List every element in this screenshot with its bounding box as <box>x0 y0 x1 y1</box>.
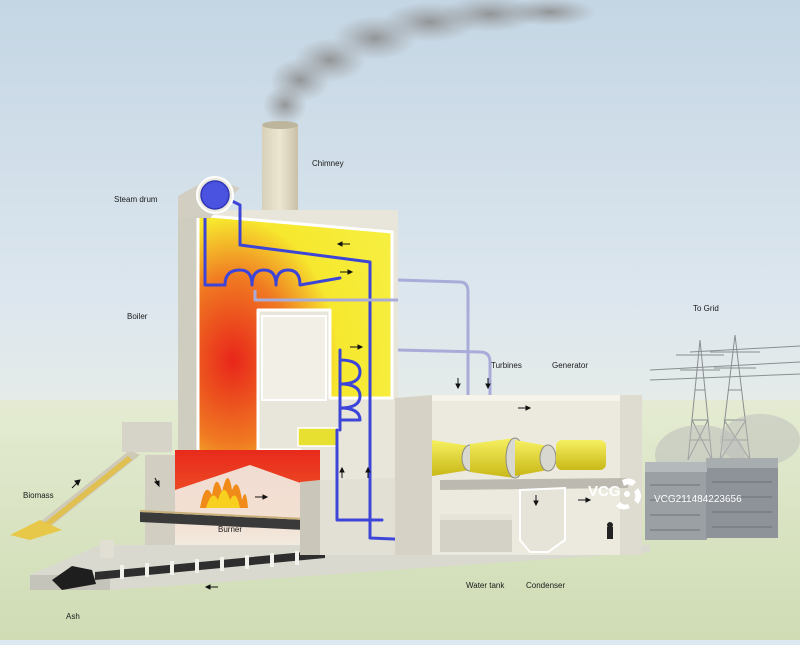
boiler-front-wall <box>320 478 400 555</box>
turbine-hall <box>395 395 642 555</box>
flow-arrows <box>71 241 592 590</box>
turbines <box>432 437 606 479</box>
burner-grate <box>140 512 305 530</box>
label-turbines: Turbines <box>491 361 522 370</box>
label-chimney: Chimney <box>312 159 344 168</box>
biomass-conveyor <box>10 422 172 540</box>
superheater-block <box>297 427 339 447</box>
label-water-tank: Water tank <box>466 581 505 590</box>
steam-drum <box>178 176 240 218</box>
burner-flames <box>200 477 248 508</box>
label-condenser: Condenser <box>526 581 566 590</box>
boiler-inner-wall <box>261 315 327 401</box>
label-to-grid: To Grid <box>693 304 719 313</box>
chimney <box>262 121 298 225</box>
label-ash: Ash <box>66 612 80 621</box>
ground-slab <box>30 545 650 590</box>
label-burner: Burner <box>218 525 243 534</box>
label-generator: Generator <box>552 361 589 370</box>
condenser <box>519 486 613 553</box>
ash-conveyor <box>52 540 325 590</box>
chimney-smoke <box>263 0 596 125</box>
watermark-id: VCG211484223656 <box>654 494 742 505</box>
cooling-towers <box>645 414 800 540</box>
label-steam-drum: Steam drum <box>114 195 158 204</box>
vcg-watermark-logo <box>616 478 641 510</box>
label-biomass: Biomass <box>23 491 54 500</box>
watermark-brand: VCG <box>588 483 621 500</box>
steam-pipes <box>253 278 492 440</box>
label-boiler: Boiler <box>127 312 148 321</box>
sky <box>0 0 800 420</box>
